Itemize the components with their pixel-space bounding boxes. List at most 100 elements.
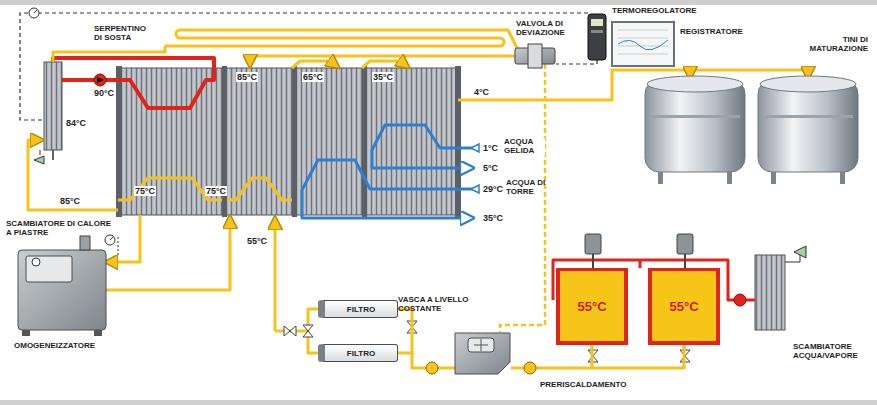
milk-pipe-part [227, 178, 292, 200]
pipe-connector [398, 309, 412, 353]
water-steam-exchanger-part [755, 255, 785, 330]
temperature-label: 55°C [247, 236, 267, 246]
thermoregulator-part [588, 14, 606, 60]
thermoregulator-part [591, 30, 603, 33]
plate-heat-exchanger-part [455, 66, 461, 217]
temperature-label: 35°C [372, 72, 394, 82]
homogenizer-part [94, 330, 102, 336]
part-label: ACQUA GELIDA [503, 138, 545, 156]
homogenizer-part [118, 236, 119, 255]
recorder-part [618, 40, 668, 50]
preheating-tank: 55°C [556, 268, 628, 345]
homogenizer [18, 235, 118, 336]
milk-pipe-part [292, 61, 338, 68]
pressure-gauge [29, 8, 39, 18]
tank-temperature: 55°C [577, 299, 606, 314]
part-label: VALVOLA DI DEVIAZIONE [516, 20, 582, 38]
filter-label: FILTRO [347, 349, 375, 358]
part-label: PRERISCALDAMENTO [540, 381, 627, 390]
temperature-label: 75°C [134, 186, 156, 196]
heating-water-pipe-part [639, 260, 642, 268]
homogenizer-part [22, 330, 30, 336]
temperature-label: 4°C [474, 87, 489, 97]
milk-pipe-part [106, 217, 230, 290]
part-label: SCAMBIATORE ACQUA/VAPORE [793, 343, 873, 361]
maturation-tank [758, 76, 858, 184]
maturation-tank-part [840, 172, 845, 184]
homogenizer-part [26, 256, 72, 282]
filter-box: FILTRO [318, 300, 398, 318]
diversion-return-pipe [500, 64, 545, 332]
constant-level-tank-part [474, 339, 488, 351]
maturation-tank-part [645, 80, 745, 172]
filter-label: FILTRO [347, 305, 375, 314]
maturation-tank-part [760, 76, 856, 92]
water-steam-exchanger-part [794, 246, 806, 258]
plate-heat-exchanger [116, 66, 461, 217]
milk-pipe-part [362, 61, 408, 68]
plate-heat-exchanger-part [292, 66, 297, 217]
diversion-return-pipe-part [500, 64, 545, 332]
pump-symbol-part [94, 74, 106, 86]
part-label: OMOGENEIZZATORE [14, 342, 95, 351]
recorder-part [618, 30, 668, 54]
valve-symbol-part [303, 325, 313, 337]
temperature-label: 5°C [483, 163, 498, 173]
water-inlet-head-part [471, 144, 479, 152]
pump-symbol-part [97, 77, 104, 83]
homogenizer-part [80, 236, 90, 250]
recorder [612, 22, 674, 66]
agitator-motor-part [585, 234, 601, 254]
agitator-motor-part [677, 234, 693, 254]
maturation-tank-part [758, 80, 858, 172]
temperature-label: 75°C [205, 186, 227, 196]
pump-symbol-part [426, 362, 438, 374]
maturation-tank [645, 76, 745, 184]
temperature-label: 35°C [483, 213, 503, 223]
temperature-label: 85°C [236, 72, 258, 82]
thermoregulator [588, 14, 606, 60]
valve-symbol-part [284, 326, 296, 336]
homogenizer-part [105, 235, 115, 245]
part-label: TERMOREGOLATORE [612, 7, 697, 16]
water-pipe-part [302, 160, 474, 218]
maturation-tank-part [647, 76, 743, 92]
milk-pipe [28, 30, 808, 368]
plate-heat-exchanger-part [116, 66, 122, 217]
milk-pipe-part [106, 215, 140, 262]
hot-water-pipe [53, 58, 214, 108]
pump-symbol-part [524, 362, 536, 374]
temperature-label: 84°C [66, 118, 86, 128]
milk-pipe-part [511, 367, 593, 370]
part-label: REGISTRATORE [680, 28, 743, 37]
milk-pipe-part [274, 218, 277, 331]
homogenizer-part [110, 237, 113, 240]
milk-pipe-part [53, 46, 165, 62]
plate-heat-exchanger-part [118, 68, 458, 215]
filter-box: FILTRO [318, 344, 398, 362]
pressure-gauge-part [34, 10, 37, 13]
maturation-tank-part [658, 172, 663, 184]
milk-pipe-part [458, 70, 808, 100]
hot-water-heater [34, 62, 62, 164]
milk-pipe-part [308, 309, 318, 353]
preheating-tank: 55°C [648, 268, 720, 345]
part-label: SCAMBIATORE DI CALORE A PIASTRE [6, 220, 114, 238]
diversion-valve-part [528, 44, 542, 68]
water-steam-exchanger [755, 246, 806, 330]
hot-water-heater-part [34, 150, 44, 164]
pipe-connector [592, 345, 684, 368]
maturation-tank-part [771, 172, 776, 184]
constant-level-tank [455, 333, 510, 374]
maturation-tank-part [727, 172, 732, 184]
hot-water-pipe-part [53, 58, 214, 108]
hot-water-heater-part [52, 150, 54, 160]
frame-bars-part [0, 400, 877, 405]
pump-symbol [94, 74, 106, 86]
milk-pipe-part [165, 30, 518, 50]
temperature-label: 1°C [483, 143, 498, 153]
agitator-motor-part [593, 254, 685, 268]
agitator-motor [585, 234, 693, 268]
